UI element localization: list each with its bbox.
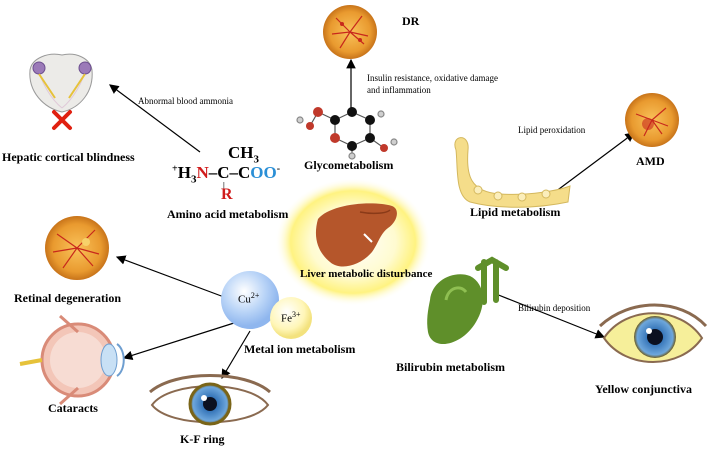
- fe-ion-label: Fe3+: [281, 310, 301, 325]
- arrow-ammonia: [109, 84, 201, 153]
- formula-ch3: CH3: [228, 143, 259, 165]
- formula-plus: +: [172, 163, 178, 175]
- formula-charge: -: [276, 163, 281, 175]
- formula-r: R: [221, 186, 233, 203]
- arrow-cu-kf: [221, 330, 251, 380]
- eye-cross-section: [19, 314, 125, 406]
- formula-ch3-text: CH: [228, 143, 254, 162]
- label-bilirubin-metabolism: Bilirubin metabolism: [396, 360, 506, 374]
- label-liver-metabolic-disturbance: Liver metabolic disturbance: [300, 268, 433, 280]
- fe-symbol: Fe: [281, 312, 292, 325]
- label-yellow-conjunctiva: Yellow conjunctiva: [595, 382, 692, 396]
- formula-h: H: [177, 163, 191, 182]
- formula-ch3-sub: 3: [253, 153, 260, 166]
- formula-c-chain: –C–C: [208, 163, 251, 182]
- gallbladder-image: [427, 256, 509, 345]
- label-amino-acid-metabolism: Amino acid metabolism: [167, 207, 289, 221]
- retinal-degeneration-image: [45, 216, 109, 280]
- formula-main: +H3N–C–COO-: [172, 163, 280, 185]
- edge-label-ammonia: Abnormal blood ammonia: [138, 96, 233, 106]
- formula-coo: OO: [250, 163, 277, 182]
- edge-label-lipid-peroxidation: Lipid peroxidation: [518, 125, 586, 135]
- kf-ring-eye: [149, 374, 271, 426]
- glucose-molecule: [296, 107, 398, 160]
- label-metal-ion-metabolism: Metal ion metabolism: [244, 342, 356, 356]
- label-kf-ring: K-F ring: [180, 432, 225, 446]
- fe-charge: 3+: [292, 310, 301, 319]
- formula-h-sub: 3: [190, 173, 197, 186]
- edge-label-insulin-1: Insulin resistance, oxidative damage: [367, 73, 498, 83]
- label-dr: DR: [402, 14, 420, 28]
- cu-symbol: Cu: [238, 293, 251, 306]
- cu-charge: 2+: [250, 291, 260, 300]
- arrow-bilirubin-yellow: [495, 293, 606, 339]
- label-glycometabolism: Glycometabolism: [304, 158, 394, 172]
- fe-ion-ball: [270, 297, 312, 339]
- dr-retina-image: [323, 5, 377, 59]
- liver-icon: [315, 203, 397, 267]
- cu-ion-ball: [221, 271, 279, 329]
- formula-bond-top: |: [223, 181, 225, 190]
- formula-n: N: [196, 163, 209, 182]
- cu-ion-label: Cu2+: [238, 291, 259, 306]
- edge-label-insulin-2: and inflammation: [367, 85, 431, 95]
- label-hepatic-cortical-blindness: Hepatic cortical blindness: [2, 150, 135, 164]
- label-cataracts: Cataracts: [48, 401, 98, 415]
- arrow-cu-cataracts: [122, 322, 235, 361]
- edge-label-bilirubin-deposition: Bilirubin deposition: [518, 303, 591, 313]
- amd-retina-image: [625, 93, 679, 147]
- label-retinal-degeneration: Retinal degeneration: [14, 291, 121, 305]
- brain-illustration: [29, 53, 93, 130]
- yellow-conjunctiva-eye: [598, 303, 708, 363]
- arrow-cu-retina: [115, 255, 225, 298]
- arrow-lipid-amd: [554, 132, 635, 193]
- label-lipid-metabolism: Lipid metabolism: [470, 205, 561, 219]
- lipid-tissue-image: [454, 137, 571, 208]
- label-amd: AMD: [636, 154, 665, 168]
